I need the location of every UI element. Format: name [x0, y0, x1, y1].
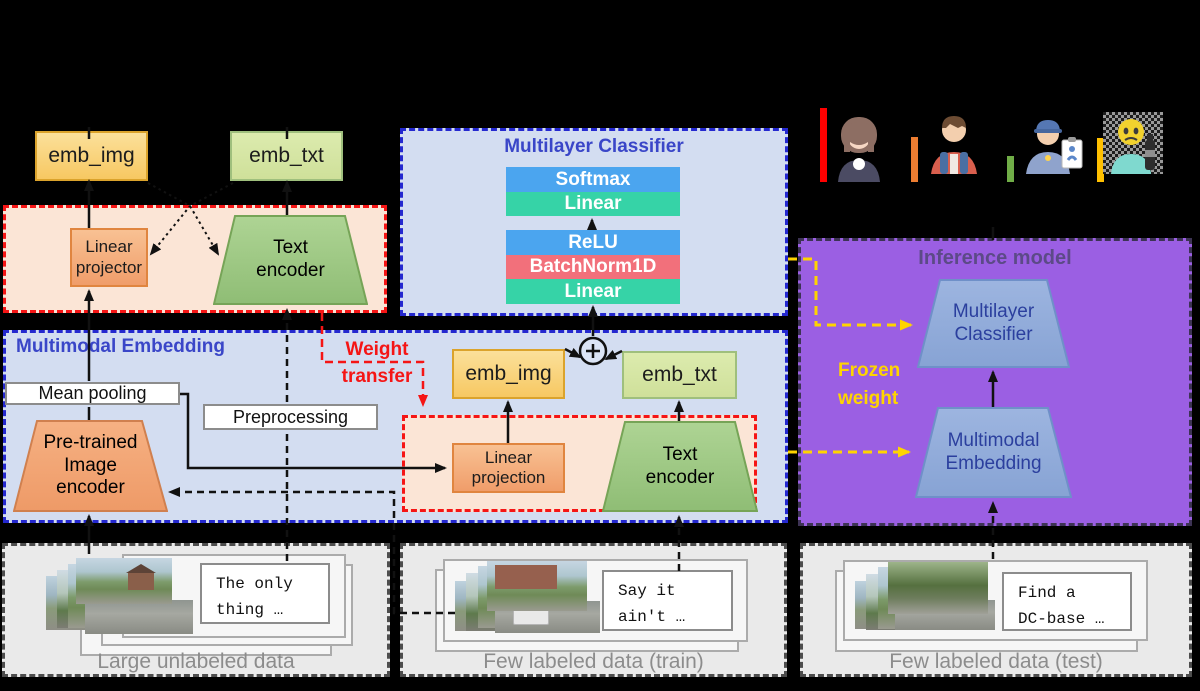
unlabeled-data-label: Large unlabeled data — [97, 650, 295, 673]
student-icon — [931, 116, 977, 174]
preprocessing-box: Preprocessing — [203, 404, 378, 430]
classifier-title: Multilayer Classifier — [504, 136, 684, 157]
train-text-sample: Say it ain't … — [602, 570, 733, 631]
truck-shape — [513, 609, 549, 625]
finetune-text-encoder: Text encoder — [602, 421, 758, 512]
mean-pooling-box: Mean pooling — [5, 382, 180, 405]
street-photo-house — [76, 558, 172, 604]
street-photo-park — [888, 562, 988, 614]
unlabeled-text-sample: The only thing … — [200, 563, 330, 624]
demo-bar-2 — [1007, 156, 1014, 182]
inference-multimodal-embedding: Multimodal Embedding — [915, 407, 1072, 498]
pretrain-text-encoder: Text encoder — [213, 215, 368, 305]
batchnorm-layer: BatchNorm1D — [506, 255, 680, 279]
finetune-emb-img: emb_img — [452, 349, 565, 399]
softmax-layer: Softmax — [506, 167, 680, 192]
demo-bar-3 — [1097, 138, 1104, 182]
relu-layer: ReLU — [506, 230, 680, 255]
pretrain-emb-txt: emb_txt — [230, 131, 343, 181]
house-shape — [128, 572, 154, 590]
woman-icon — [838, 117, 880, 182]
linear-projector: Linear projector — [70, 228, 148, 287]
trapezoid-shape — [917, 279, 1070, 368]
frozen-weight-label-1: Frozen — [838, 360, 901, 381]
frozen-weight-label-2: weight — [838, 388, 899, 409]
linear-projection: Linear projection — [452, 443, 565, 493]
coach-icon — [1026, 120, 1083, 174]
embedding-title: Multimodal Embedding — [16, 336, 225, 357]
street-photo-building — [487, 561, 587, 611]
trapezoid-shape — [915, 407, 1072, 498]
inference-title: Inference model — [918, 247, 1072, 269]
pretrain-emb-img: emb_img — [35, 131, 148, 181]
train-data-label: Few labeled data (train) — [483, 650, 704, 673]
inference-multilayer-classifier: Multilayer Classifier — [917, 279, 1070, 368]
weight-transfer-label-2: transfer — [341, 366, 413, 387]
linear-layer-bottom: Linear — [506, 279, 680, 304]
finetune-emb-txt: emb_txt — [622, 351, 737, 399]
demo-bar-1 — [911, 137, 918, 182]
weight-transfer-label-1: Weight — [345, 339, 409, 360]
street-photo — [85, 600, 193, 634]
building-shape — [495, 565, 557, 589]
demo-bar-0 — [820, 108, 827, 182]
test-text-sample: Find a DC-base … — [1002, 572, 1132, 631]
trapezoid-shape — [213, 215, 368, 305]
anonymized-person-icon — [1111, 119, 1155, 174]
trapezoid-shape — [13, 420, 168, 512]
linear-layer-top: Linear — [506, 192, 680, 216]
pretrained-image-encoder: Pre-trained Image encoder — [13, 420, 168, 512]
test-data-label: Few labeled data (test) — [889, 650, 1103, 673]
trapezoid-shape — [602, 421, 758, 512]
roof-shape — [126, 564, 156, 573]
